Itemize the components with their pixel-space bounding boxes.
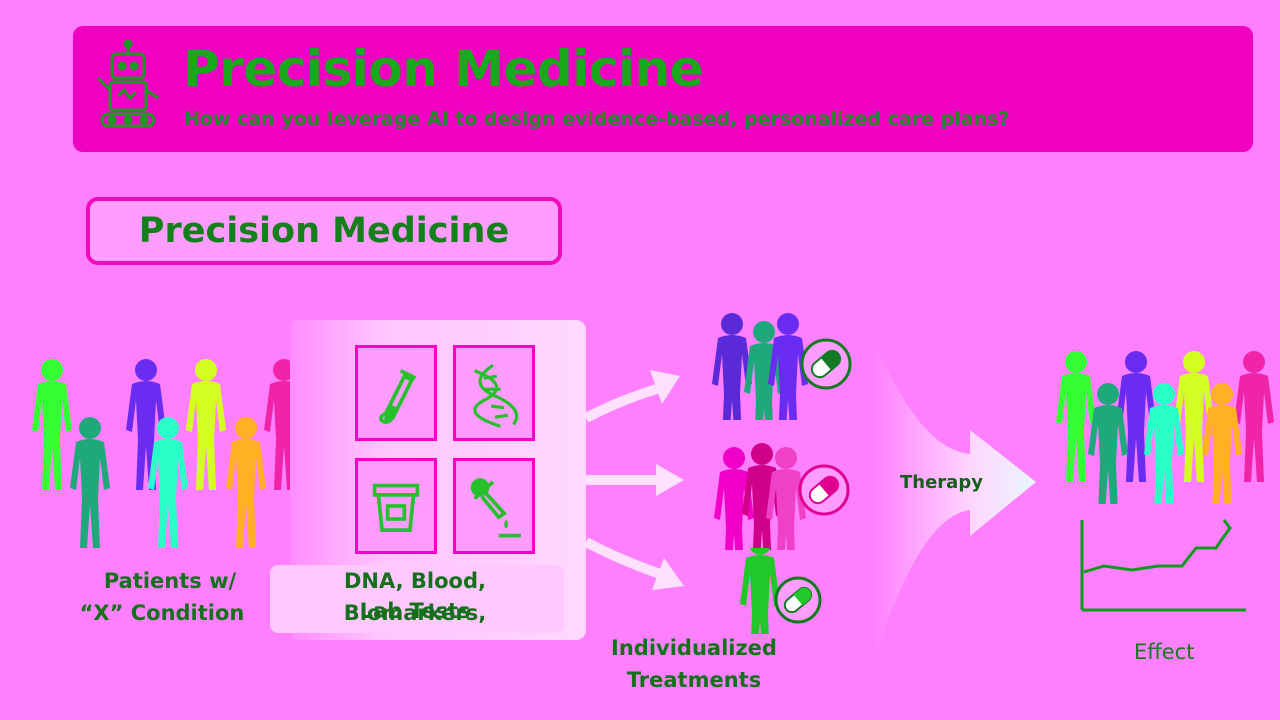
tile-dropper bbox=[453, 458, 535, 554]
patients-group-illustration bbox=[32, 359, 304, 548]
header-banner bbox=[73, 26, 1253, 152]
treatment-group-3 bbox=[740, 548, 822, 634]
treatment-group-1 bbox=[712, 313, 852, 420]
urine-cup-icon bbox=[372, 483, 420, 532]
therapy-label: Therapy bbox=[900, 472, 983, 493]
tile-dna bbox=[453, 345, 535, 441]
therapy-arrow bbox=[874, 340, 1036, 660]
tile-urine-cup bbox=[355, 458, 437, 554]
dna-icon bbox=[473, 363, 519, 428]
treatments-label-line1: Individualized bbox=[611, 636, 777, 660]
robot-icon bbox=[96, 40, 159, 128]
result-group-illustration bbox=[1056, 351, 1274, 504]
page-title: Precision Medicine bbox=[183, 40, 704, 98]
effect-label: Effect bbox=[1134, 640, 1195, 664]
pill-icon bbox=[800, 338, 852, 390]
dropper-icon bbox=[470, 478, 521, 538]
pill-icon bbox=[774, 576, 822, 624]
patients-label-line2: “X” Condition bbox=[79, 601, 245, 625]
test-tube-icon bbox=[379, 369, 417, 424]
lab-label-line2: Lab Tests bbox=[359, 599, 471, 623]
effect-chart-line bbox=[1083, 519, 1232, 574]
effect-chart bbox=[1080, 519, 1246, 612]
pill-icon bbox=[798, 464, 850, 516]
lab-label-box bbox=[270, 565, 564, 633]
patients-label-line1: Patients w/ bbox=[103, 569, 237, 593]
tile-test-tube bbox=[355, 345, 437, 441]
lab-label-line1: DNA, Blood, Biomarkers, bbox=[343, 569, 487, 625]
branch-arrows bbox=[583, 370, 684, 590]
treatments-label-line2: Treatments bbox=[626, 668, 762, 692]
page-subtitle: How can you leverage AI to design eviden… bbox=[184, 108, 1010, 130]
treatment-group-2 bbox=[714, 443, 850, 550]
section-title: Precision Medicine bbox=[86, 197, 562, 265]
